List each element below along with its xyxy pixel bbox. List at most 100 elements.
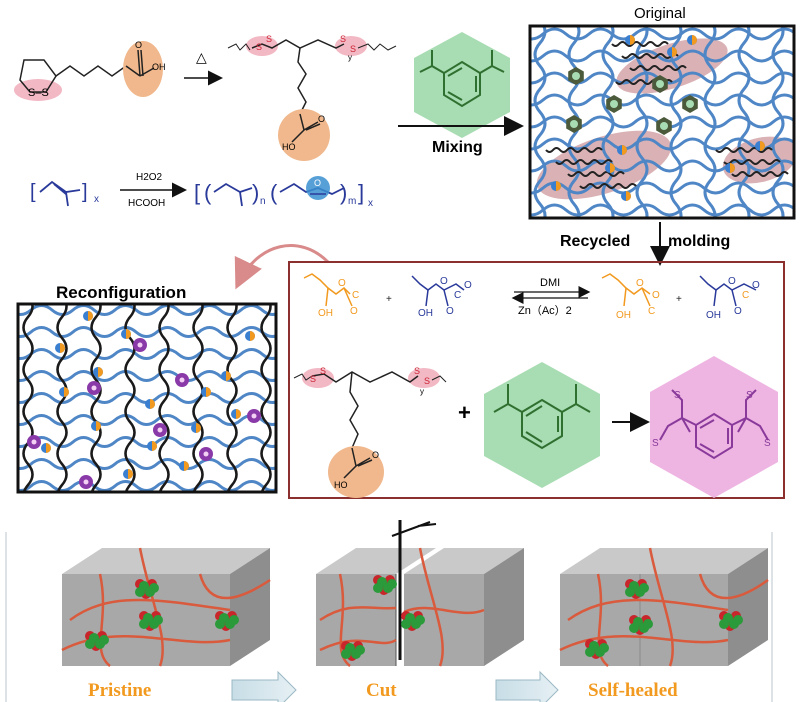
dynamic-bond-dot [55, 343, 65, 353]
dynamic-bond-dot [83, 311, 93, 321]
dynamic-bond-dot [245, 331, 255, 341]
self-healed-label: Self-healed [588, 680, 678, 701]
hydrogen-bond-cluster [625, 579, 649, 599]
benzene-crosslinker [652, 75, 668, 93]
hydrogen-bond-cluster [215, 611, 239, 631]
svg-text:OH: OH [318, 308, 333, 319]
crosslink-node [247, 409, 261, 423]
svg-text:O: O [372, 450, 379, 460]
network-strand [18, 326, 276, 338]
svg-text:]: ] [358, 180, 364, 205]
pink-hexagon-product [650, 356, 778, 498]
crosslink-node [175, 373, 189, 387]
dynamic-bond-dot [59, 387, 69, 397]
molding-label: molding [668, 233, 730, 250]
original-network [530, 26, 794, 218]
cube-cut [316, 520, 524, 667]
svg-text:): ) [252, 180, 259, 205]
svg-text:O: O [440, 276, 448, 287]
network-strand [601, 26, 615, 218]
svg-text:O: O [636, 278, 644, 289]
svg-text:OH: OH [418, 308, 433, 319]
svg-text:C: C [648, 306, 655, 317]
crystalline-chain [579, 183, 637, 189]
network-strand [635, 26, 649, 218]
network-strand [18, 304, 276, 316]
carbonyl-o-label: O [135, 40, 142, 50]
svg-text:O: O [338, 278, 346, 289]
mixing-label: Mixing [432, 139, 483, 156]
pristine-label: Pristine [88, 680, 151, 701]
dynamic-bond-dot [123, 469, 133, 479]
svg-text:HO: HO [282, 142, 296, 152]
svg-text:O: O [464, 280, 472, 291]
network-strand [18, 436, 276, 448]
dynamic-bond-dot [621, 191, 631, 201]
svg-text:S: S [340, 34, 346, 44]
dynamic-bond-dot [179, 461, 189, 471]
dynamic-bond-dot [191, 423, 201, 433]
network-strand [530, 71, 794, 85]
svg-text:S: S [414, 366, 420, 376]
hydrogen-bond-cluster [585, 639, 609, 659]
svg-text:(: ( [270, 180, 278, 205]
dynamic-bond-dot [145, 399, 155, 409]
svg-text:S: S [764, 438, 771, 449]
hydrogen-bond-cluster [629, 615, 653, 635]
reconfigured-network [18, 304, 276, 492]
catalyst-dmi: DMI [540, 277, 560, 289]
heat-symbol: △ [196, 49, 207, 65]
svg-text:C: C [454, 290, 461, 301]
hydrogen-bond-cluster [719, 611, 743, 631]
svg-text:S: S [652, 438, 659, 449]
lipoic-acid-reaction: S–S O OH △ S S S S y HO O [14, 34, 397, 161]
dynamic-bond-dot [667, 47, 677, 57]
hydrogen-bond-cluster [139, 611, 163, 631]
svg-text:m: m [348, 196, 356, 207]
dynamic-bond-dot [617, 145, 627, 155]
crosslink-node [199, 447, 213, 461]
svg-text:O: O [728, 276, 736, 287]
dynamic-bond-dot [91, 421, 101, 431]
disulfide-label: S–S [28, 87, 49, 99]
green-hexagon-2 [484, 362, 600, 488]
diisopropenylbenzene-molecule [414, 32, 510, 138]
carboxyl-bonds [125, 49, 144, 77]
network-strand [260, 304, 272, 492]
svg-text:+: + [386, 294, 392, 305]
crystalline-chain [731, 171, 789, 177]
network-strand [669, 26, 683, 218]
network-strand [22, 304, 34, 492]
crystalline-chain [611, 41, 669, 47]
hydrogen-bond-cluster [341, 641, 365, 661]
svg-text:[: [ [30, 181, 36, 203]
svg-text:y: y [420, 387, 424, 396]
svg-text:S: S [674, 390, 681, 401]
network-strand [90, 304, 102, 492]
svg-text:S: S [320, 366, 326, 376]
svg-text:n: n [260, 196, 266, 207]
hydroxyl-label: OH [152, 62, 166, 72]
original-title: Original [634, 5, 686, 22]
network-strand [226, 304, 238, 492]
reconfiguration-title: Reconfiguration [56, 283, 186, 302]
dynamic-bond-dot [605, 163, 615, 173]
crystalline-chain [621, 53, 679, 59]
svg-text:C: C [742, 290, 749, 301]
benzene-crosslinker [566, 115, 582, 133]
dynamic-bond-dot [221, 371, 231, 381]
dynamic-bond-dot [93, 367, 103, 377]
svg-text:]: ] [82, 181, 88, 203]
dynamic-bond-dot [41, 443, 51, 453]
dithiolane-ring [19, 59, 57, 93]
dynamic-bond-dot [755, 141, 765, 151]
benzene-crosslinker [682, 95, 698, 113]
crosslink-node [27, 435, 41, 449]
crystalline-chain [723, 159, 781, 165]
svg-text:S: S [256, 42, 262, 52]
network-strand [18, 458, 276, 470]
cut-label: Cut [366, 680, 397, 701]
network-strand [530, 159, 794, 173]
svg-text:x: x [94, 194, 99, 205]
